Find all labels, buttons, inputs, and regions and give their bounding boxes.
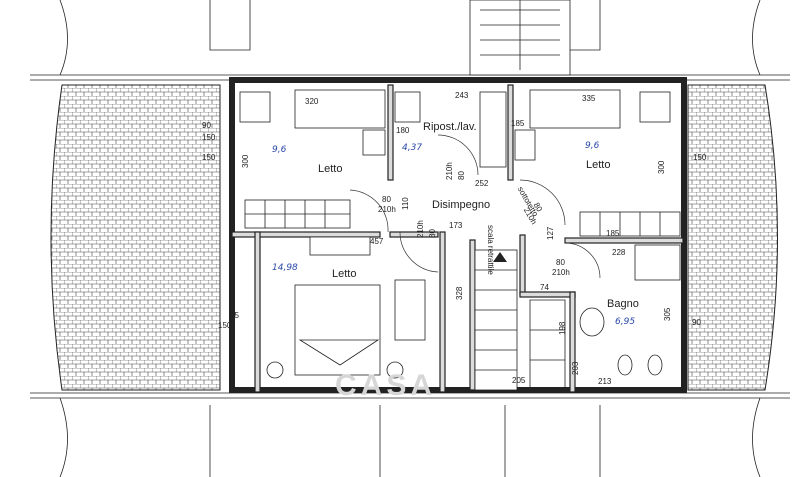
- area-letto-bl: 14,98: [272, 263, 298, 273]
- letto-tr-furniture: [514, 89, 681, 237]
- letto-bl-furniture: [266, 236, 426, 379]
- bagno-fixtures: [579, 244, 681, 376]
- room-label-letto-bl: Letto: [332, 268, 356, 280]
- dim-150-c: 150: [693, 153, 707, 162]
- room-label-bagno: Bagno: [607, 298, 639, 310]
- dim-185: 185: [511, 119, 525, 128]
- door-1-height: 210h: [378, 205, 396, 214]
- area-letto-tl: 9,6: [272, 145, 287, 155]
- dim-328: 328: [455, 286, 464, 300]
- dim-letto-tl-depth: 300: [241, 154, 250, 168]
- dim-disimpegno-1: 252: [475, 179, 489, 188]
- dim-150-b: 150: [202, 153, 216, 162]
- inner-walls: [231, 84, 684, 393]
- dim-letto-tr-depth: 300: [657, 160, 666, 174]
- room-label-letto-tr: Letto: [586, 159, 610, 171]
- terrace-right: [687, 84, 778, 391]
- dim-205: 205: [512, 376, 526, 385]
- dim-203: 203: [571, 361, 580, 375]
- door-5-height: 210h: [552, 268, 570, 277]
- door-5-width: 80: [556, 258, 565, 267]
- dim-90-a: 90: [202, 121, 211, 130]
- room-label-letto-tl: Letto: [318, 163, 342, 175]
- dim-letto-tr-closet: 185: [606, 229, 620, 238]
- dim-150-a: 150: [202, 133, 216, 142]
- stair-label: scala retrattile: [486, 225, 495, 275]
- dim-ripost-depth: 180: [396, 126, 410, 135]
- area-letto-tr: 9,6: [585, 141, 600, 151]
- door-1-width: 80: [382, 195, 391, 204]
- doors: [349, 134, 601, 279]
- dim-25: 25: [230, 311, 239, 320]
- letto-tl-furniture: [239, 89, 386, 229]
- dim-disimpegno-2: 173: [449, 221, 463, 230]
- terrace-left: [50, 84, 221, 391]
- dim-letto-tr-width: 335: [582, 94, 596, 103]
- dim-110: 110: [401, 197, 410, 210]
- dim-letto-tl-width: 320: [305, 97, 319, 106]
- dim-127: 127: [546, 226, 555, 240]
- door-2-width: 80: [457, 171, 466, 180]
- door-2-height: 210h: [445, 162, 454, 180]
- dim-bagno-width: 228: [612, 248, 626, 257]
- dim-bagno-depth: 305: [663, 307, 672, 321]
- area-bagno: 6,95: [615, 317, 635, 327]
- door-3-width: 80: [428, 229, 437, 238]
- dim-bagno-bottom: 213: [598, 377, 612, 386]
- ripost-furniture: [394, 91, 507, 168]
- stair-inner: [474, 249, 566, 391]
- dim-198: 198: [558, 321, 567, 335]
- dim-ripost-width: 243: [455, 91, 469, 100]
- dim-letto-bl-width: 457: [370, 237, 384, 246]
- dim-90-b: 90: [692, 318, 701, 327]
- dim-150-d: 150: [218, 321, 232, 330]
- room-label-disimpegno: Disimpegno: [432, 199, 490, 211]
- door-3-height: 210h: [416, 220, 425, 238]
- dim-74: 74: [540, 283, 549, 292]
- area-ripost: 4,37: [402, 143, 422, 153]
- watermark: CASA: [335, 369, 436, 402]
- stair-top: [469, 0, 571, 76]
- room-label-ripost: Ripost./lav.: [423, 121, 477, 133]
